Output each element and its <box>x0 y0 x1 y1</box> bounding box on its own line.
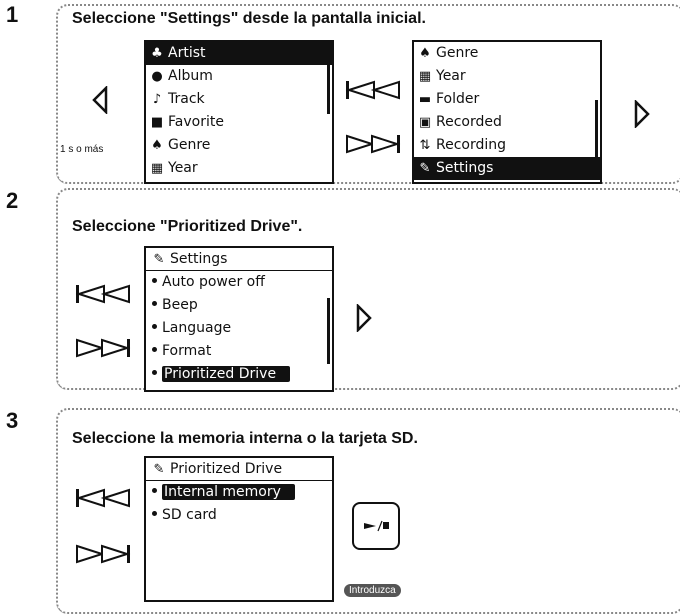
screen-header: ✎Settings <box>146 248 332 271</box>
menu-item-genre[interactable]: ♠Genre <box>414 42 600 65</box>
screen-prioritized-drive: ✎Prioritized Drive Internal memory SD ca… <box>144 456 334 602</box>
album-icon: ● <box>151 69 163 84</box>
artist-icon: ♣ <box>151 46 163 61</box>
step-2-panel-outline <box>56 188 680 390</box>
play-pause-button[interactable] <box>352 502 400 550</box>
skip-forward-icon[interactable] <box>74 338 132 358</box>
rec-icon: ▣ <box>418 115 432 130</box>
menu-item-language[interactable]: Language <box>146 317 332 340</box>
play-pause-icon <box>364 520 389 532</box>
wrench-icon: ✎ <box>153 462 165 477</box>
menu-item-beep[interactable]: Beep <box>146 294 332 317</box>
bullet-icon <box>152 370 157 375</box>
step-3-title: Seleccione la memoria interna o la tarje… <box>72 430 418 447</box>
step-1-title: Seleccione "Settings" desde la pantalla … <box>72 10 426 27</box>
menu-item-genre[interactable]: ♠Genre <box>146 134 332 157</box>
wrench-icon: ✎ <box>153 252 165 267</box>
menu-item-recording[interactable]: ⇅Recording <box>414 134 600 157</box>
folder-icon: ▬ <box>418 92 432 107</box>
step-3-panel-outline <box>56 408 680 614</box>
skip-forward-icon[interactable] <box>344 134 402 154</box>
bullet-icon <box>152 301 157 306</box>
step-2-title: Seleccione "Prioritized Drive". <box>72 218 303 235</box>
screen-settings: ✎Settings Auto power off Beep Language F… <box>144 246 334 392</box>
enter-label: Introduzca <box>344 584 401 597</box>
bullet-icon <box>152 511 157 516</box>
previous-arrow-icon[interactable] <box>92 86 108 114</box>
skip-back-icon[interactable] <box>344 80 402 100</box>
menu-item-format[interactable]: Format <box>146 340 332 363</box>
menu-item-year[interactable]: ▦Year <box>146 157 332 180</box>
calendar-icon: ▦ <box>418 69 432 84</box>
guitar-icon: ♠ <box>419 46 431 61</box>
note-icon: ♪ <box>152 92 162 107</box>
bullet-icon <box>152 488 157 493</box>
screen-home-top: ♣Artist ●Album ♪Track ■Favorite ♠Genre ▦… <box>144 40 334 184</box>
step-number: 2 <box>6 188 19 213</box>
step-3-panel <box>56 408 680 614</box>
guitar-icon: ♠ <box>151 138 163 153</box>
menu-item-track[interactable]: ♪Track <box>146 88 332 111</box>
screen-header: ✎Prioritized Drive <box>146 458 332 481</box>
menu-item-favorite[interactable]: ■Favorite <box>146 111 332 134</box>
menu-item-settings[interactable]: ✎Settings <box>414 157 600 180</box>
scrollbar <box>327 298 330 364</box>
skip-back-icon[interactable] <box>74 488 132 508</box>
skip-forward-icon[interactable] <box>74 544 132 564</box>
wrench-icon: ✎ <box>419 161 431 176</box>
bullet-icon <box>152 278 157 283</box>
step-1-panel-outline <box>56 4 680 184</box>
menu-item-prioritized-drive[interactable]: Prioritized Drive <box>146 363 332 386</box>
menu-item-year[interactable]: ▦Year <box>414 65 600 88</box>
step-number: 3 <box>6 408 19 433</box>
mic-icon: ⇅ <box>419 138 431 153</box>
menu-item-sd-card[interactable]: SD card <box>146 504 332 527</box>
scrollbar <box>327 54 330 114</box>
menu-item-internal-memory[interactable]: Internal memory <box>146 481 332 504</box>
hold-note: 1 s o más <box>60 144 104 155</box>
next-arrow-icon[interactable] <box>356 304 372 332</box>
bullet-icon <box>152 324 157 329</box>
step-number: 1 <box>6 2 19 27</box>
menu-item-folder[interactable]: ▬Folder <box>414 88 600 111</box>
scrollbar <box>595 100 598 160</box>
menu-item-artist[interactable]: ♣Artist <box>146 42 332 65</box>
step-2-panel <box>56 188 680 390</box>
calendar-icon: ▦ <box>150 161 164 176</box>
step-1-panel <box>56 4 680 184</box>
screen-home-bottom: ♠Genre ▦Year ▬Folder ▣Recorded ⇅Recordin… <box>412 40 602 184</box>
menu-item-album[interactable]: ●Album <box>146 65 332 88</box>
bullet-icon <box>152 347 157 352</box>
menu-item-recorded[interactable]: ▣Recorded <box>414 111 600 134</box>
favorite-icon: ■ <box>150 115 164 130</box>
menu-item-auto-power-off[interactable]: Auto power off <box>146 271 332 294</box>
skip-back-icon[interactable] <box>74 284 132 304</box>
next-arrow-icon[interactable] <box>634 100 650 128</box>
